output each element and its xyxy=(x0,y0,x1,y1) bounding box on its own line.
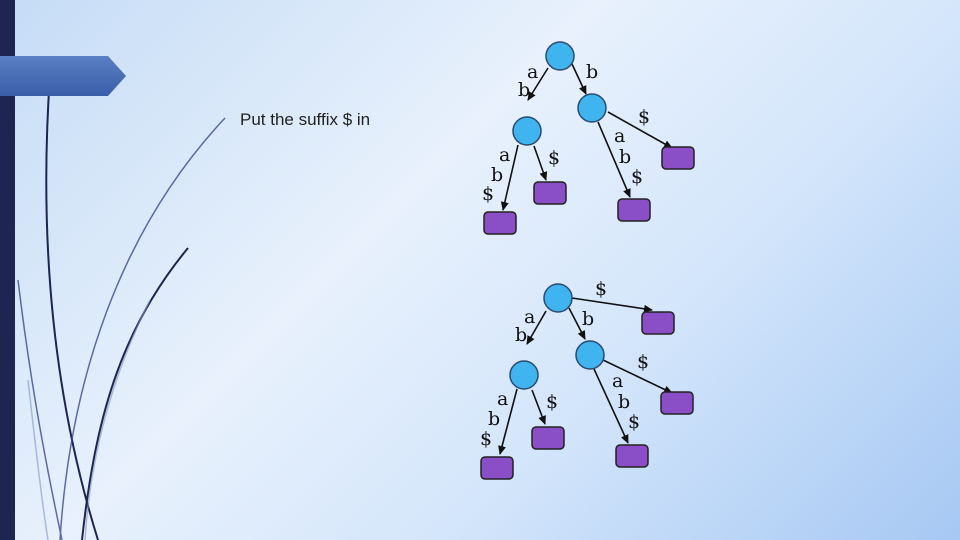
edge-label: $ xyxy=(628,411,640,433)
edge-label: b xyxy=(515,324,527,346)
leaf-node xyxy=(531,426,565,450)
edge xyxy=(593,368,629,444)
edge-label: a xyxy=(499,144,510,166)
edge xyxy=(498,388,518,455)
edge xyxy=(571,63,587,95)
leaf-node xyxy=(533,181,567,205)
edge-label: $ xyxy=(637,351,649,373)
leaf-node xyxy=(617,198,651,222)
internal-node xyxy=(575,340,605,370)
arrow-tab xyxy=(0,56,126,96)
leaf-node xyxy=(483,211,517,235)
edge-label: $ xyxy=(480,428,492,450)
tree-2: a b b $ a b $ $ $ a b $ xyxy=(480,278,694,480)
edge xyxy=(533,145,548,181)
edge-label: $ xyxy=(638,106,650,128)
edge xyxy=(571,297,653,313)
edge-label: b xyxy=(488,408,500,430)
edge-label: b xyxy=(491,164,503,186)
root-node xyxy=(545,41,575,71)
edge-label: $ xyxy=(548,147,560,169)
internal-node xyxy=(512,116,542,146)
edge xyxy=(500,144,519,211)
edge xyxy=(568,307,586,340)
caption: Put the suffix $ in xyxy=(240,110,371,129)
edge-label: a xyxy=(612,370,623,392)
leaf-node xyxy=(480,456,514,480)
edge-label: a xyxy=(497,388,508,410)
leaf-node xyxy=(641,311,675,335)
root-node xyxy=(543,283,573,313)
edge xyxy=(527,67,549,101)
leaf-node xyxy=(660,391,694,415)
edge xyxy=(597,121,631,198)
edge-label: $ xyxy=(595,278,607,300)
internal-node xyxy=(509,360,539,390)
edge-label: a xyxy=(614,125,625,147)
edge-label: b xyxy=(518,79,530,101)
edge-label: $ xyxy=(482,183,494,205)
edge xyxy=(607,111,673,149)
edge-label: b xyxy=(618,391,630,413)
edge-label: b xyxy=(586,61,598,83)
edge xyxy=(526,310,547,345)
edge-label: b xyxy=(582,308,594,330)
edge-label: $ xyxy=(546,391,558,413)
left-accent-bar xyxy=(0,0,15,540)
edge-label: a xyxy=(527,61,538,83)
internal-node xyxy=(577,93,607,123)
edge-label: $ xyxy=(631,166,643,188)
edge-label: a xyxy=(524,306,535,328)
edge-label: b xyxy=(619,146,631,168)
edge xyxy=(531,389,546,425)
leaf-node xyxy=(615,444,649,468)
tree-1: a b b a b $ $ $ a b $ xyxy=(482,41,695,235)
leaf-node xyxy=(661,146,695,170)
edge xyxy=(602,359,673,394)
